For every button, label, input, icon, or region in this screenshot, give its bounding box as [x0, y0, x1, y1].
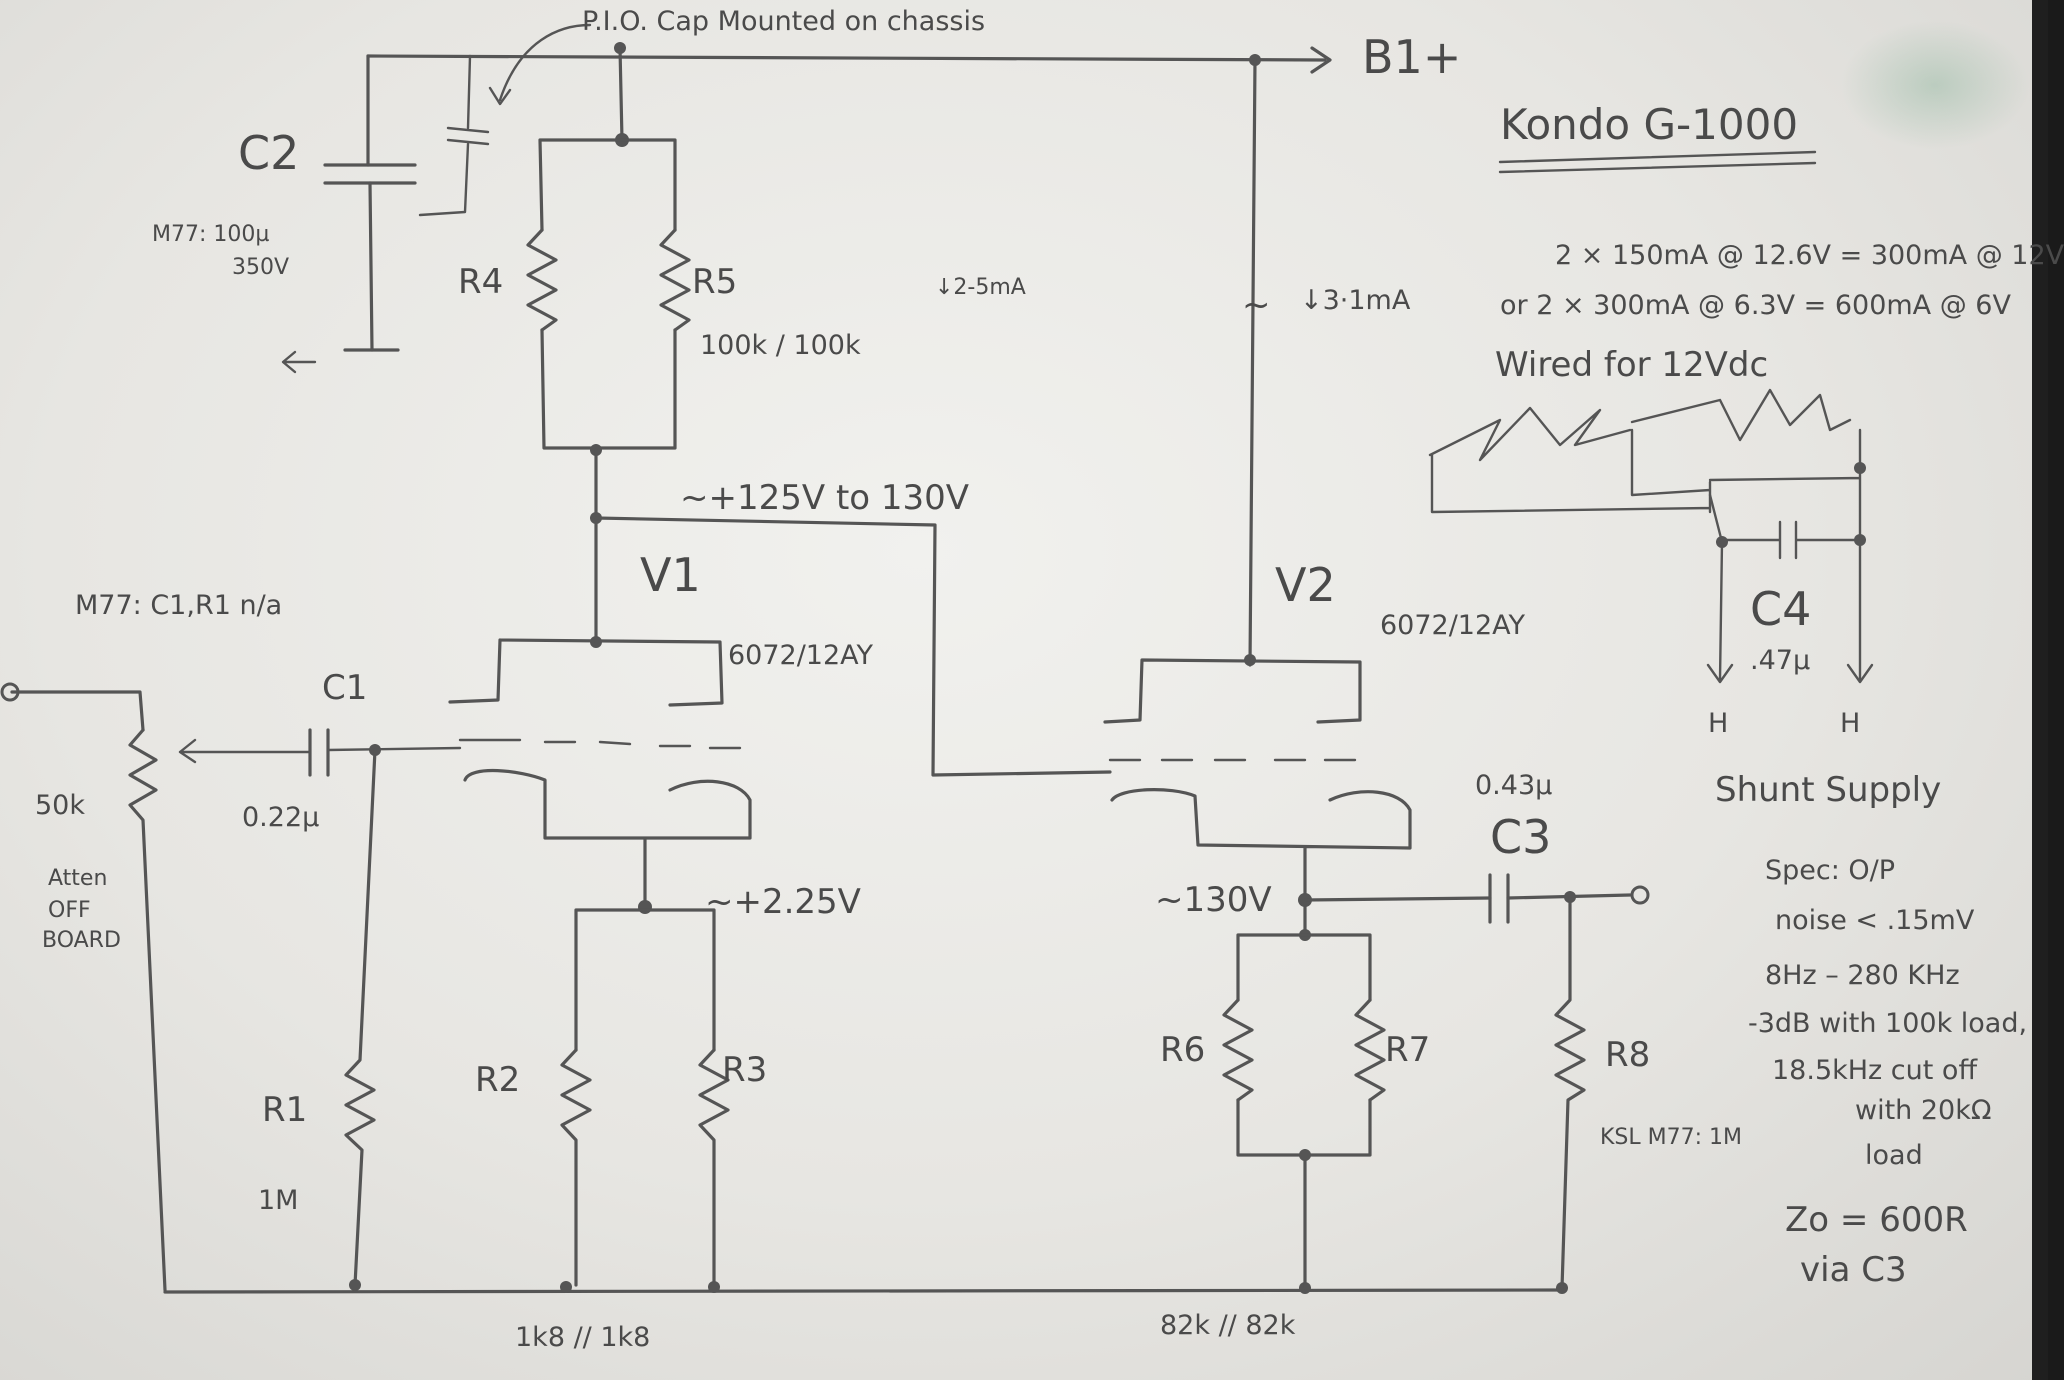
ground-bus [163, 1288, 1564, 1294]
r2-label: R2 [475, 1060, 521, 1100]
c2-label: C2 [238, 126, 300, 180]
r4r5-value: 100k / 100k [700, 330, 861, 361]
r1-label: R1 [262, 1090, 308, 1130]
heater-h2: H [1840, 708, 1861, 739]
heater-waveform [1428, 388, 1852, 462]
v2-current: ↓3·1mA [1300, 285, 1411, 316]
m77-note: M77: C1,R1 n/a [75, 590, 283, 621]
v2-cathode [1110, 788, 1412, 937]
r8-wire [1554, 895, 1586, 1290]
r2r3-box [574, 908, 716, 1052]
shunt-supply: Shunt Supply [1715, 770, 1942, 810]
heater-line1: 2 × 150mA @ 12.6V = 300mA @ 12V [1555, 240, 2064, 271]
spec-zo: Zo = 600R [1785, 1200, 1968, 1240]
pio-cap [418, 54, 490, 217]
v1-cathode [463, 769, 752, 907]
c2-note-value: M77: 100µ [152, 222, 270, 247]
pot-zigzag [128, 728, 167, 1292]
r4r5-box [538, 138, 677, 450]
heater-h1: H [1708, 708, 1729, 739]
input-wire [10, 690, 145, 732]
heater-line2: or 2 × 300mA @ 6.3V = 600mA @ 6V [1500, 290, 2011, 321]
r6r7-value: 82k // 82k [1160, 1310, 1296, 1341]
c1-label: C1 [322, 668, 368, 708]
spec-cutoff: 18.5kHz cut off [1772, 1055, 1978, 1086]
spec-bandwidth: 8Hz – 280 KHz [1765, 960, 1960, 991]
r3-zigzag [698, 1048, 730, 1287]
table-edge [2032, 0, 2048, 1380]
v2-cathode-voltage: ~130V [1155, 880, 1272, 920]
heater-wired: Wired for 12Vdc [1495, 345, 1769, 385]
r7-zigzag [1354, 998, 1386, 1102]
r2-zigzag [560, 1048, 592, 1287]
r8-label: R8 [1605, 1035, 1651, 1075]
v1-to-v2-wire [594, 516, 1112, 777]
r3-label: R3 [722, 1050, 768, 1090]
c3-value: 0.43µ [1475, 770, 1553, 801]
title-underline [1498, 150, 1817, 174]
v2-anode-plates [1103, 658, 1362, 724]
title: Kondo G-1000 [1500, 100, 1799, 149]
v1-grid [458, 738, 742, 750]
v1-supply-wire [618, 46, 624, 142]
pot-value: 50k [35, 790, 85, 821]
pot-wiper [178, 738, 312, 764]
v1-plate-voltage: ~+125V to 130V [680, 478, 970, 518]
c3-wire-left [1303, 896, 1492, 902]
cathode-voltage: ~+2.25V [705, 882, 861, 922]
c4-value: .47µ [1750, 645, 1811, 676]
c1-value: 0.22µ [242, 802, 320, 833]
r2r3-value: 1k8 // 1k8 [515, 1322, 651, 1353]
v1-label: V1 [640, 548, 701, 602]
c2-bottom-wire [368, 181, 374, 352]
v1-type: 6072/12AY [728, 640, 874, 671]
r5-zigzag [659, 228, 691, 332]
r7-label: R7 [1385, 1030, 1431, 1070]
green-stain [1840, 20, 2030, 150]
c1-to-grid [326, 746, 462, 752]
h-right-arrow [1846, 663, 1874, 684]
spec-heading: Spec: O/P [1765, 855, 1896, 886]
v2-label: V2 [1275, 558, 1336, 612]
r1-wire [344, 748, 377, 1287]
pot-note-atten: Atten [48, 866, 108, 891]
pio-pointer [488, 23, 592, 106]
heater-box [1430, 428, 1862, 682]
spec-via: via C3 [1800, 1250, 1907, 1290]
c1-plates [308, 728, 330, 777]
r6-label: R6 [1160, 1030, 1206, 1070]
c3-label: C3 [1490, 810, 1552, 864]
h-left-wire [1706, 493, 1734, 684]
c4-label: C4 [1750, 582, 1812, 636]
v1-current: ↓2-5mA [935, 275, 1026, 300]
r8-note: KSL M77: 1M [1600, 1125, 1743, 1150]
c3-plates [1488, 873, 1510, 924]
spec-cutoff-load: with 20kΩ [1855, 1095, 1992, 1126]
b-plus-rail [366, 54, 1327, 62]
c4-wire [1718, 520, 1862, 560]
spec-minus3db: -3dB with 100k load, [1748, 1008, 2028, 1039]
pio-annotation: P.I.O. Cap Mounted on chassis [582, 6, 986, 37]
r5-label: R5 [692, 262, 738, 302]
v1-anode-plates [448, 638, 724, 707]
v2-type: 6072/12AY [1380, 610, 1526, 641]
r4-zigzag [526, 228, 558, 332]
pot-note-off: OFF [48, 898, 91, 923]
b-plus-arrow [1310, 46, 1332, 74]
spec-load: load [1865, 1140, 1923, 1171]
spec-noise: noise < .15mV [1775, 905, 1975, 936]
c2-arrow [281, 350, 317, 374]
r6-zigzag [1222, 998, 1254, 1102]
r1-value: 1M [258, 1185, 299, 1216]
c2-note-voltage: 350V [232, 255, 290, 280]
tilde-mark: ~ [1242, 285, 1271, 325]
rail-label: B1+ [1362, 30, 1462, 84]
v2-supply-wire [1248, 58, 1257, 667]
r4-label: R4 [458, 262, 504, 302]
r6r7-box [1236, 933, 1372, 1290]
pot-note-board: BOARD [42, 928, 121, 953]
